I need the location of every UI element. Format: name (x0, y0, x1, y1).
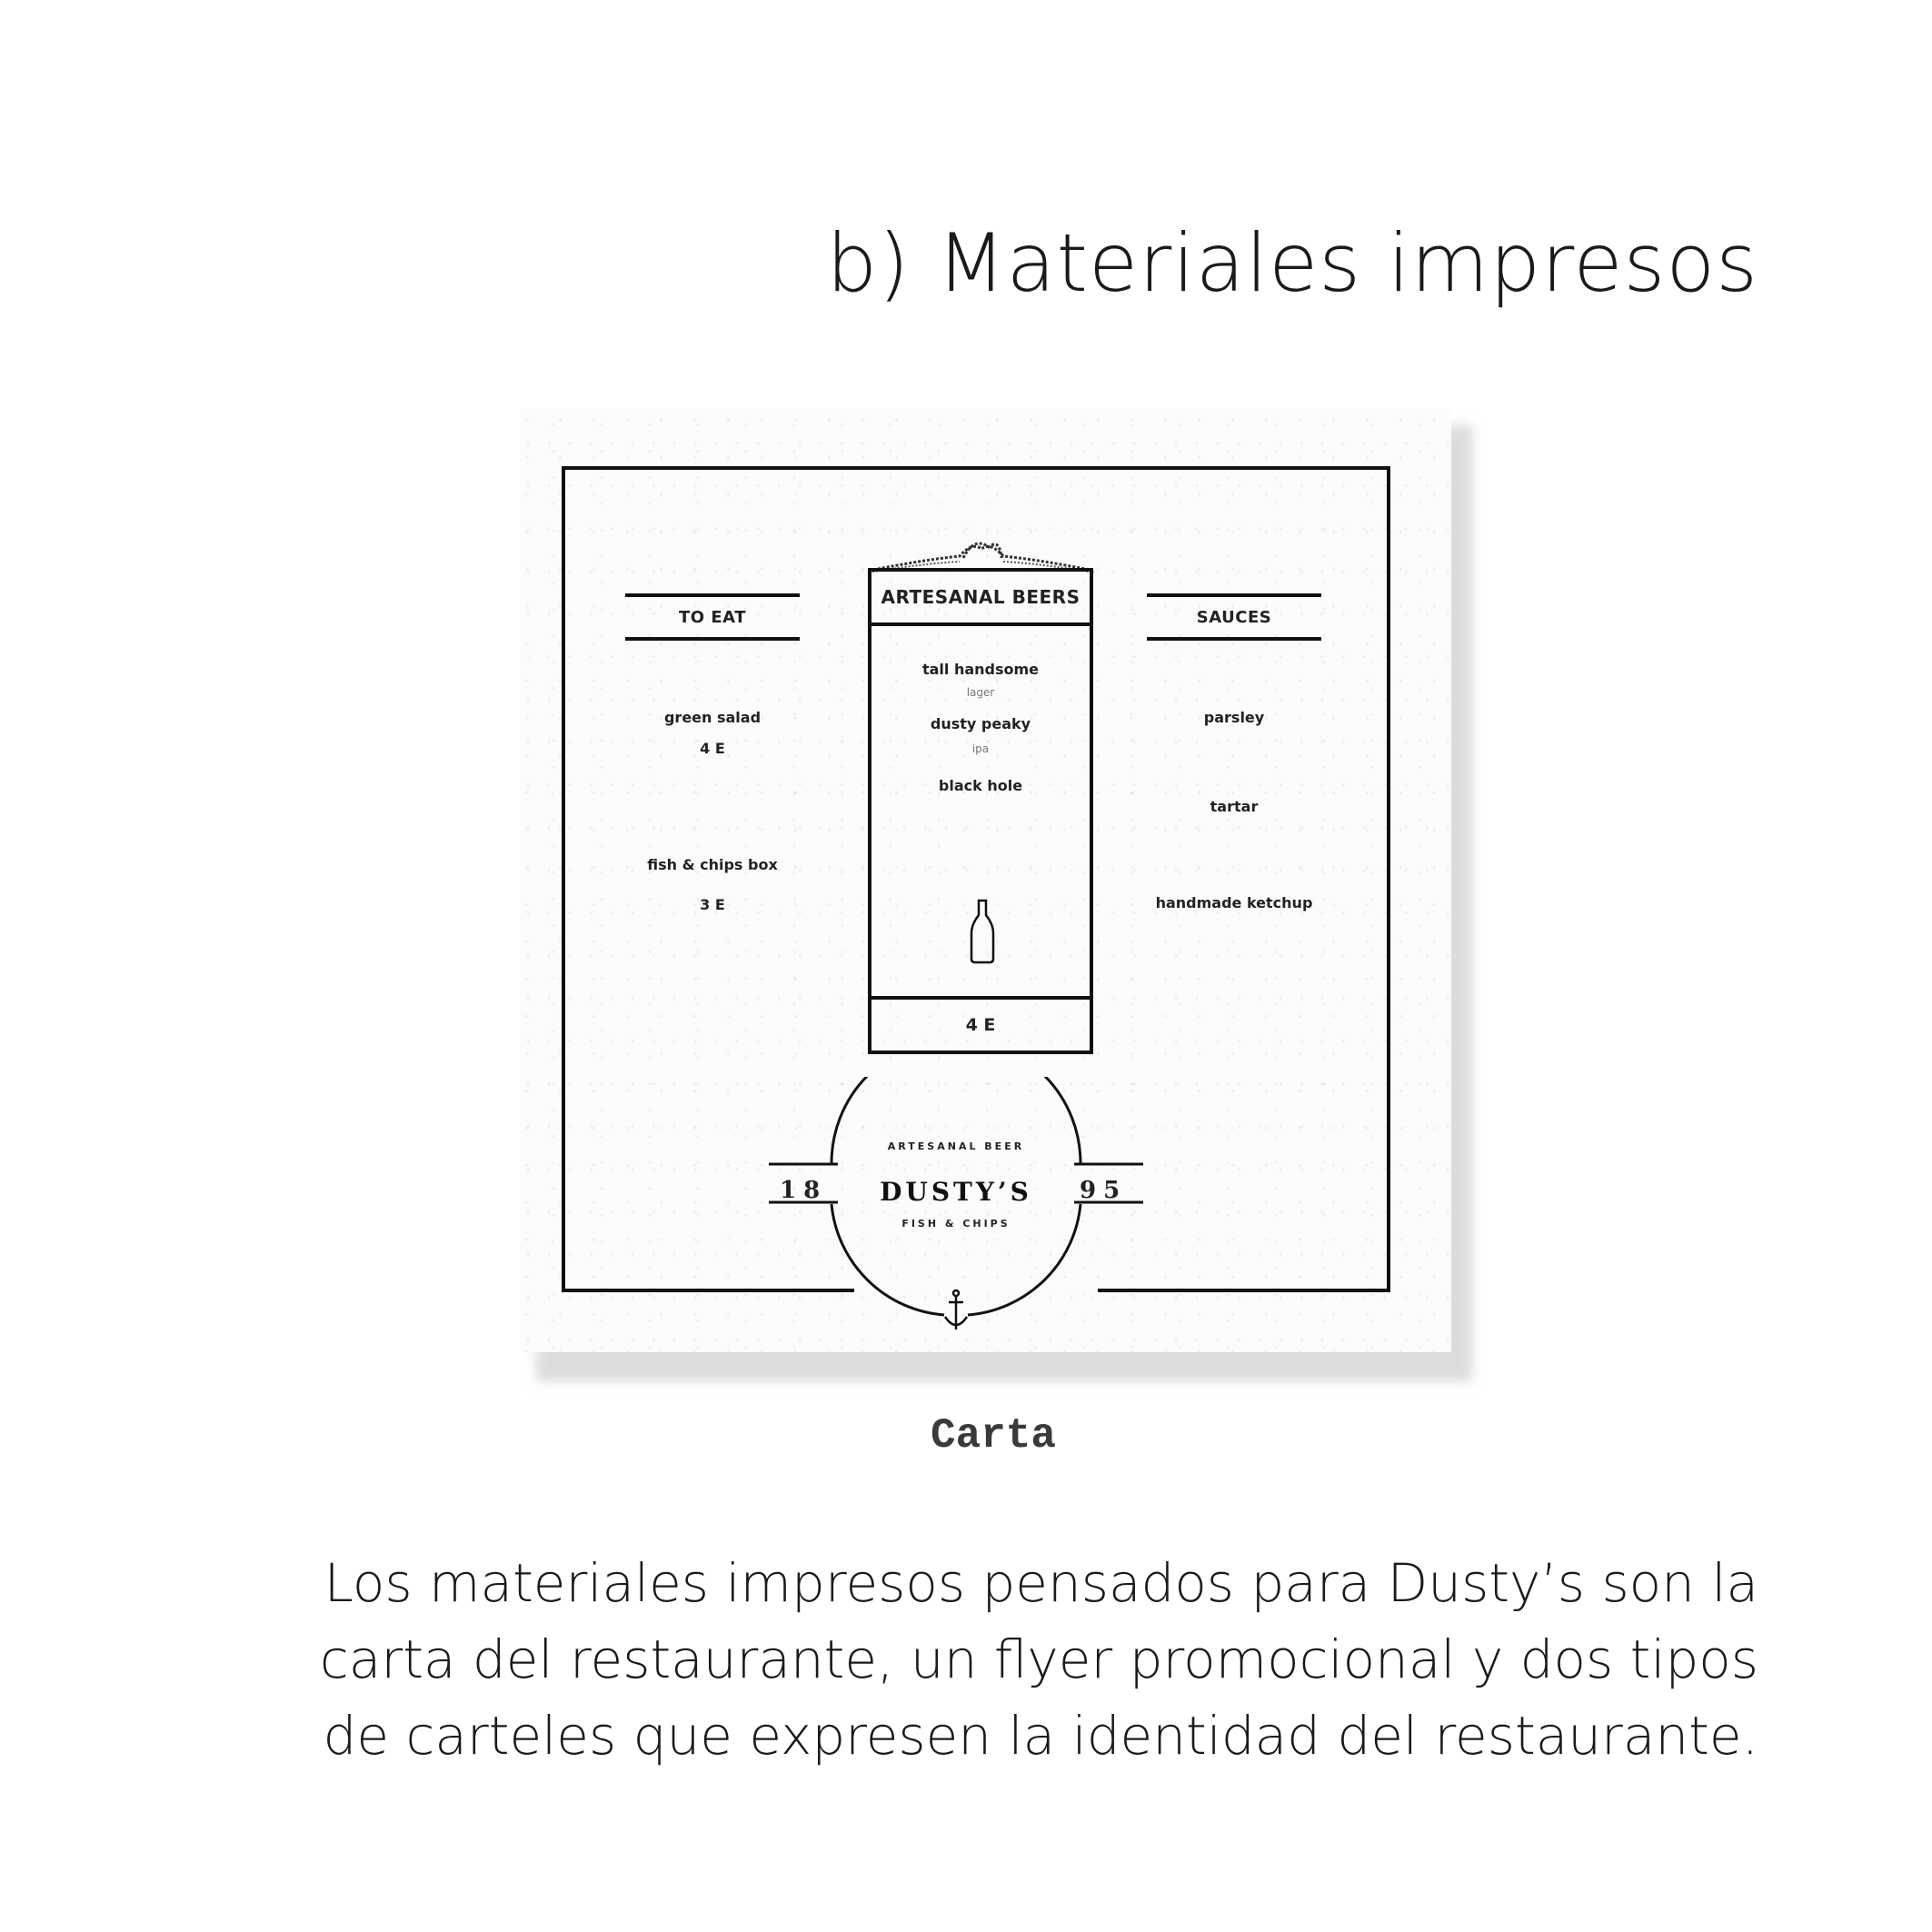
image-caption: Carta (930, 1412, 1057, 1459)
logo-year-left: 18 (780, 1177, 828, 1204)
logo-name: DUSTY’S (880, 1177, 1032, 1207)
bottle-icon (970, 899, 995, 964)
paragraph-line: de carteles que expresen la identidad de… (323, 1705, 1758, 1767)
anchor-icon (943, 1289, 969, 1329)
paragraph-line: carta del restaurante, un flyer promocio… (319, 1628, 1758, 1690)
sauce-item: parsley (1203, 709, 1265, 726)
beer-name: dusty peaky (930, 715, 1031, 732)
menu-item-price: 4 E (700, 740, 725, 757)
dustys-logo: ARTESANAL BEER 18 DUSTY’S 95 FISH & CHIP… (765, 1077, 1147, 1349)
description-paragraph: Los materiales impresos pensados para Du… (159, 1545, 1758, 1774)
logo-bottom-text: FISH & CHIPS (901, 1218, 1011, 1230)
menu-card-image: TO EAT green salad 4 E fish & chips box … (520, 409, 1451, 1352)
sauce-item: tartar (1210, 798, 1259, 815)
frame-divider (1098, 1289, 1390, 1292)
beer-name: black hole (938, 777, 1023, 794)
menu-item-name: fish & chips box (647, 856, 778, 873)
beer-name: tall handsome (921, 661, 1040, 678)
sauce-item: handmade ketchup (1155, 894, 1313, 911)
menu-frame (562, 466, 1390, 1292)
logo-emblem-icon (769, 1077, 1143, 1329)
sauces-heading: SAUCES (1147, 593, 1321, 641)
beer-style: lager (966, 686, 995, 699)
rope-knot-icon (868, 542, 1095, 573)
beer-style: ipa (971, 742, 990, 755)
beer-price: 4 E (871, 996, 1090, 1051)
menu-item-name: green salad (663, 709, 762, 726)
logo-top-text: ARTESANAL BEER (887, 1140, 1025, 1152)
beers-heading: ARTESANAL BEERS (871, 572, 1090, 626)
frame-divider (562, 1289, 854, 1292)
beer-panel: ARTESANAL BEERS tall handsome lager dust… (868, 568, 1093, 1054)
menu-item-price: 3 E (700, 896, 725, 913)
paragraph-line: Los materiales impresos pensados para Du… (324, 1552, 1758, 1614)
to-eat-heading: TO EAT (625, 593, 800, 641)
page-title: b) Materiales impresos (826, 216, 1758, 310)
logo-year-right: 95 (1080, 1177, 1128, 1204)
